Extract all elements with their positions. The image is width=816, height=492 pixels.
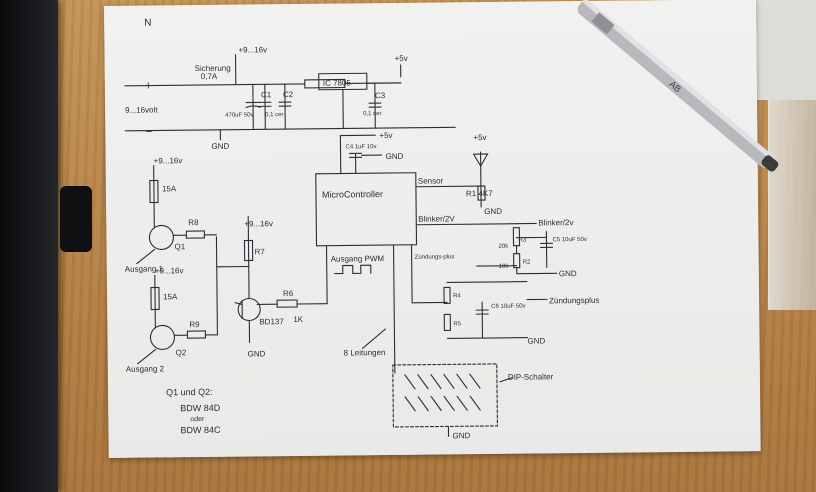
- ausgang2-label: Ausgang 2: [126, 364, 165, 373]
- r3-label: R3: [518, 238, 526, 244]
- q1-label: Q1: [174, 242, 185, 251]
- input-voltage-label: 9...16volt: [125, 105, 158, 114]
- c4-label: C4 1uF 10v: [345, 144, 376, 150]
- r6-value: 1K: [293, 315, 304, 324]
- note-line1: Q1 und Q2:: [166, 387, 213, 397]
- r2-value: 10k: [499, 264, 510, 270]
- gnd-dip-label: GND: [452, 431, 470, 440]
- fuse-value: 0,7A: [201, 72, 218, 81]
- bd137-label: BD137: [259, 317, 284, 326]
- c1-label: C1: [261, 90, 272, 99]
- supply-top-label: +9...16v: [238, 45, 267, 54]
- fuse-q1-label: 15A: [162, 184, 177, 193]
- plus5-sensor-label: +5v: [473, 133, 486, 142]
- c-elco-label: 470uF 50v: [225, 112, 253, 118]
- c1-value: 0,1 cer: [265, 112, 283, 118]
- r4-label: R4: [453, 293, 461, 299]
- r5-label: R5: [453, 321, 461, 327]
- blinker-out-label: Blinker/2v: [538, 218, 573, 227]
- supply-q1-label: +9...16v: [154, 156, 183, 165]
- fuse-label: Sicherung: [195, 64, 231, 73]
- blinker-label: Blinker/2V: [418, 214, 455, 223]
- plus-sign: +: [145, 79, 152, 93]
- pwm-label: Ausgang PWM: [331, 254, 385, 264]
- fuse-q2-label: 15A: [163, 292, 178, 301]
- supply-q2-label: +9...16v: [155, 266, 184, 275]
- plus5-mcu-label: +5v: [379, 131, 392, 140]
- schematic-sheet: N + − 9...16volt +9...16v Sicherung 0,7A…: [104, 0, 761, 458]
- c3-label: C3: [375, 91, 386, 100]
- r2-label: R2: [523, 260, 531, 266]
- ausgang1-label: Ausgang 1: [125, 264, 164, 273]
- plus5-top-label: +5v: [395, 54, 408, 63]
- r6-label: R6: [283, 289, 294, 298]
- q2-label: Q2: [176, 348, 187, 357]
- note-line4: BDW 84C: [180, 425, 221, 435]
- regulator-label: IC 7805: [323, 78, 352, 87]
- c6-label: C6 10uF 50v: [491, 304, 525, 310]
- r9-label: R9: [189, 320, 200, 329]
- r8-label: R8: [188, 218, 199, 227]
- c2-label: C2: [283, 90, 294, 99]
- sensor-label: Sensor: [418, 176, 444, 185]
- r7-label: R7: [255, 247, 266, 256]
- note-line3: oder: [190, 416, 205, 423]
- supply-r7-label: +9...16v: [244, 219, 273, 228]
- gnd-bd-label: GND: [248, 349, 266, 358]
- cable-ferrite: [60, 186, 92, 252]
- r1-label: R1 4K7: [466, 189, 493, 198]
- lines-label: 8 Leitungen: [344, 348, 386, 357]
- gnd-c5-label: GND: [559, 269, 577, 278]
- laptop-edge: [0, 0, 58, 492]
- microcontroller-label: MicroController: [322, 189, 383, 200]
- note-line2: BDW 84D: [180, 403, 221, 413]
- minus-sign: −: [145, 125, 152, 139]
- plastic-bag: [768, 100, 816, 310]
- zuendung-plus-left-label: Zündungs-plus: [415, 254, 455, 260]
- c3-value: 0,1 cer: [363, 111, 381, 117]
- corner-mark: N: [144, 18, 151, 29]
- r3-value: 20k: [499, 244, 510, 250]
- schematic-drawing: N + − 9...16volt +9...16v Sicherung 0,7A…: [124, 18, 599, 440]
- c5-label: C5 10uF 50v: [552, 237, 586, 243]
- gnd-c6-label: GND: [527, 336, 545, 345]
- zuendung-plus-out-label: Zündungsplus: [549, 296, 599, 306]
- gnd-top-label: GND: [211, 142, 229, 151]
- gnd-sensor-label: GND: [484, 207, 502, 216]
- gnd-mcu-label: GND: [386, 152, 404, 161]
- dip-label: DIP-Schalter: [508, 372, 554, 381]
